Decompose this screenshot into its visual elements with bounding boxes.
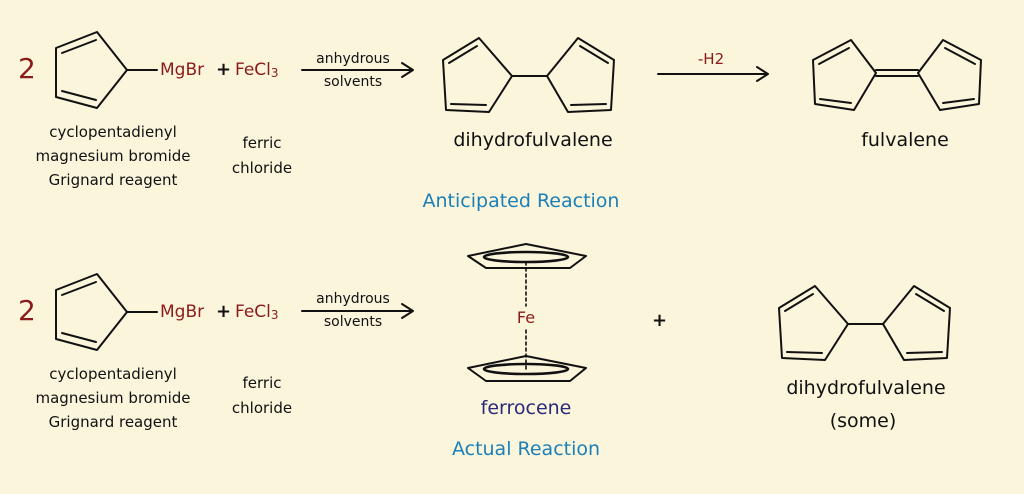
ferric-label-top-line1: ferric (242, 134, 282, 152)
fe-atom-label: Fe (516, 308, 536, 327)
mgbr-label-top: MgBr (160, 60, 205, 80)
reagent-label-top-line3: Grignard reagent (48, 171, 178, 189)
condition-solvents-top: solvents (323, 74, 383, 90)
condition-anhydrous-bottom: anhydrous (316, 291, 390, 307)
plus-sign-top: + (216, 59, 232, 80)
ferric-label-bottom-line2: chloride (231, 399, 293, 417)
coefficient-top: 2 (18, 52, 36, 85)
ferric-label-bottom-line1: ferric (242, 374, 282, 392)
cyclopentadienyl-ring-bottom (55, 273, 158, 351)
reaction-arrow-h2 (657, 66, 769, 82)
actual-reaction-title: Actual Reaction (451, 438, 601, 460)
product-plus-sign: + (652, 310, 668, 331)
reaction-arrow-top (301, 62, 414, 78)
condition-anhydrous-top: anhydrous (316, 51, 390, 67)
fecl3-label-bottom: FeCl3 (235, 302, 279, 322)
reagent-label-top-line1: cyclopentadienyl (49, 123, 177, 141)
anticipated-reaction-title: Anticipated Reaction (422, 190, 620, 212)
reaction-arrow-bottom (301, 303, 414, 319)
dihydrofulvalene-label-bottom: dihydrofulvalene (786, 377, 946, 399)
reagent-label-bottom-line1: cyclopentadienyl (49, 365, 177, 383)
coefficient-bottom: 2 (18, 294, 36, 327)
mgbr-label-bottom: MgBr (160, 302, 205, 322)
fecl3-label-top: FeCl3 (235, 60, 279, 80)
fulvalene-label: fulvalene (861, 129, 949, 151)
dihydrofulvalene-note: (some) (829, 410, 897, 432)
fulvalene-structure (812, 39, 982, 111)
ferrocene-label: ferrocene (480, 397, 572, 419)
reagent-label-top-line2: magnesium bromide (35, 147, 191, 165)
condition-solvents-bottom: solvents (323, 314, 383, 330)
ferric-label-top-line2: chloride (231, 159, 293, 177)
ferrocene-top-ring (467, 243, 587, 269)
cyclopentadienyl-ring-top (55, 31, 158, 109)
dihydrofulvalene-label-top: dihydrofulvalene (453, 129, 613, 151)
ferrocene-bottom-ring (467, 355, 587, 382)
dihydrofulvalene-structure-bottom (778, 285, 951, 361)
dihydrofulvalene-structure-top (442, 37, 615, 113)
reagent-label-bottom-line2: magnesium bromide (35, 389, 191, 407)
plus-sign-bottom: + (216, 301, 232, 322)
minus-h2-label: -H2 (697, 50, 725, 68)
reagent-label-bottom-line3: Grignard reagent (48, 413, 178, 431)
